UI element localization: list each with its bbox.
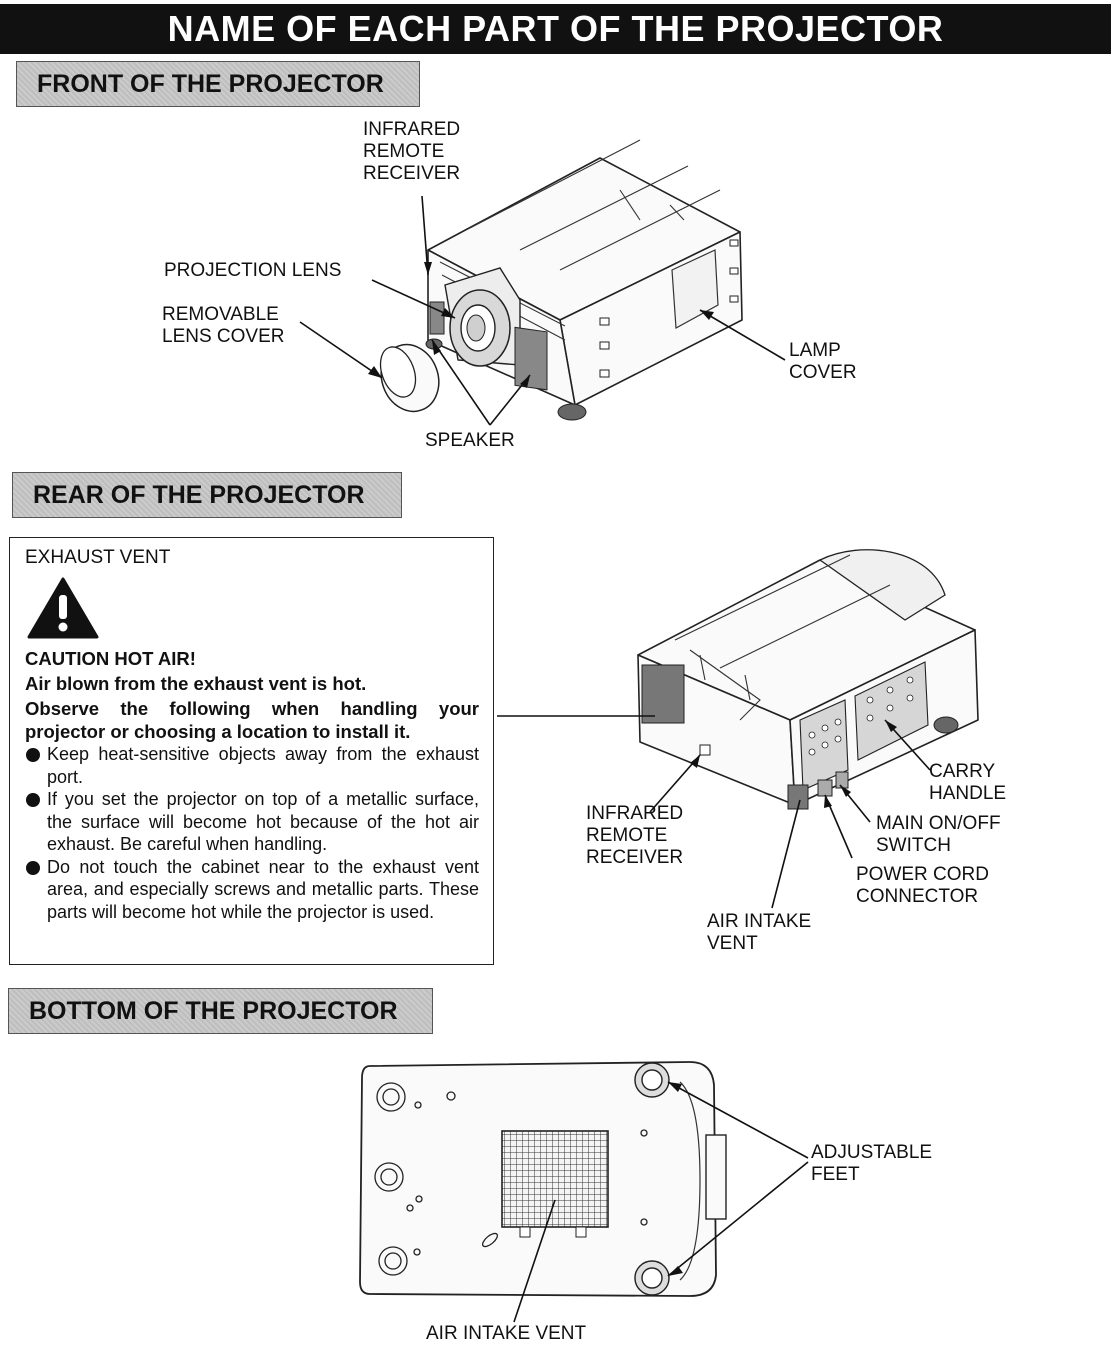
caution-bullet: If you set the projector on top of a met… bbox=[25, 788, 479, 856]
bottom-section-header: BOTTOM OF THE PROJECTOR bbox=[8, 988, 433, 1034]
front-label-infrared-remote-receiver: INFRARED REMOTE RECEIVER bbox=[363, 119, 461, 184]
rear-label-infrared-remote-receiver: INFRARED REMOTE RECEIVER bbox=[586, 803, 684, 868]
warning-triangle-icon bbox=[27, 577, 99, 639]
front-label-speaker: SPEAKER bbox=[425, 430, 515, 451]
caution-title: CAUTION HOT AIR! bbox=[25, 648, 196, 669]
caution-bullet-list: Keep heat-sensitive objects away from th… bbox=[25, 743, 479, 923]
front-label-projection-lens: PROJECTION LENS bbox=[164, 260, 342, 281]
page-title: NAME OF EACH PART OF THE PROJECTOR bbox=[0, 4, 1111, 54]
exhaust-vent-label: EXHAUST VENT bbox=[25, 547, 171, 568]
caution-line-1: Air blown from the exhaust vent is hot. bbox=[25, 673, 367, 694]
caution-box: EXHAUST VENT CAUTION HOT AIR! Air blown … bbox=[9, 537, 494, 965]
rear-label-main-switch: MAIN ON/OFF SWITCH bbox=[876, 813, 1001, 856]
bottom-label-air-intake-vent: AIR INTAKE VENT bbox=[426, 1323, 587, 1344]
caution-bullet: Do not touch the cabinet near to the exh… bbox=[25, 856, 479, 924]
caution-line-2: Observe the following when handling your… bbox=[25, 698, 479, 742]
front-projector-illustration bbox=[299, 139, 786, 426]
rear-label-air-intake-vent: AIR INTAKE VENT bbox=[707, 911, 812, 954]
front-label-removable-lens-cover: REMOVABLE LENS COVER bbox=[162, 304, 285, 347]
rear-section-header: REAR OF THE PROJECTOR bbox=[12, 472, 402, 518]
rear-label-power-cord-connector: POWER CORD CONNECTOR bbox=[856, 864, 989, 907]
rear-projector-illustration bbox=[497, 549, 979, 909]
front-label-lamp-cover: LAMP COVER bbox=[789, 340, 857, 383]
rear-label-carry-handle: CARRY HANDLE bbox=[929, 761, 1007, 804]
caution-bullet: Keep heat-sensitive objects away from th… bbox=[25, 743, 479, 788]
front-section-header: FRONT OF THE PROJECTOR bbox=[16, 61, 420, 107]
bottom-label-adjustable-feet: ADJUSTABLE FEET bbox=[811, 1142, 933, 1185]
